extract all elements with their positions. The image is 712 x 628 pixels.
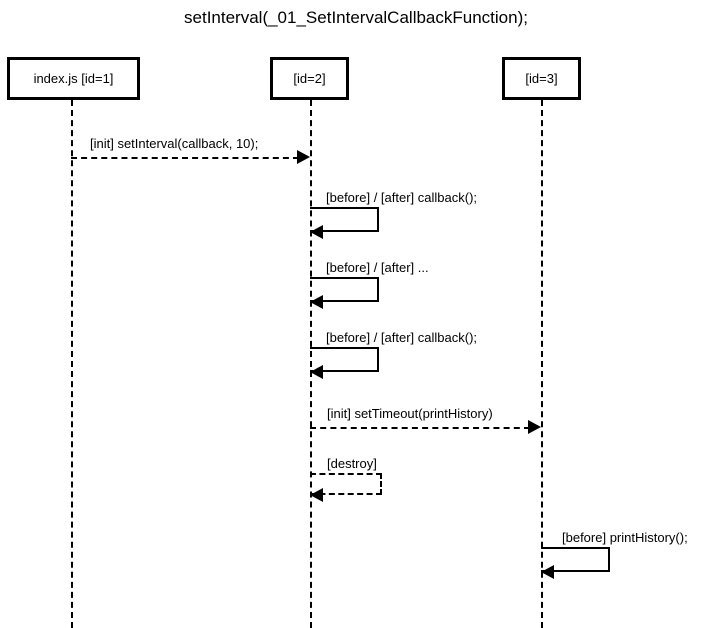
message-label-5: [init] setTimeout(printHistory) <box>327 406 493 421</box>
participant-label: index.js [id=1] <box>33 71 114 86</box>
message-arrowhead-3 <box>310 295 323 309</box>
self-call-loop-6 <box>310 473 382 495</box>
message-arrowhead-7 <box>541 565 554 579</box>
self-call-loop-2 <box>310 207 379 232</box>
lifeline-id-3 <box>541 100 543 628</box>
message-arrowhead-5 <box>528 420 541 434</box>
participant-label: [id=2] <box>293 71 326 86</box>
message-arrowhead-2 <box>310 225 323 239</box>
message-arrowhead-6 <box>310 488 323 502</box>
message-label-2: [before] / [after] callback(); <box>326 190 478 205</box>
message-arrowhead-4 <box>310 365 323 379</box>
message-line-1 <box>71 157 299 159</box>
self-call-loop-3 <box>310 277 379 302</box>
message-label-4: [before] / [after] callback(); <box>326 330 478 345</box>
message-label-3: [before] / [after] ... <box>326 260 429 275</box>
self-call-loop-7 <box>541 547 610 572</box>
message-arrowhead-1 <box>297 150 310 164</box>
lifeline-index-js <box>71 100 73 628</box>
message-label-7: [before] printHistory(); <box>562 530 688 545</box>
participant-box-id-2[interactable]: [id=2] <box>270 57 349 100</box>
page-title: setInterval(_01_SetIntervalCallbackFunct… <box>184 8 528 27</box>
lifeline-id-2 <box>310 100 312 628</box>
message-label-6: [destroy] <box>327 456 377 471</box>
message-line-5 <box>310 427 530 429</box>
participant-box-index-js[interactable]: index.js [id=1] <box>7 57 140 100</box>
participant-label: [id=3] <box>525 71 558 86</box>
message-label-1: [init] setInterval(callback, 10); <box>90 136 259 151</box>
self-call-loop-4 <box>310 347 379 372</box>
participant-box-id-3[interactable]: [id=3] <box>502 57 581 100</box>
